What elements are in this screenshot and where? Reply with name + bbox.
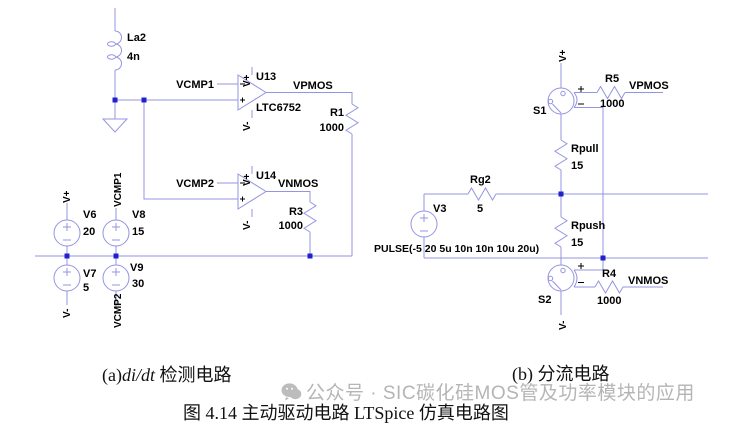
left-circuit-wires (35, 8, 353, 308)
resistor-R1: R1 1000 (320, 103, 359, 135)
resistor-Rg2: Rg2 5 (467, 174, 497, 215)
v7-name: V7 (83, 268, 96, 280)
watermark: 公众号 · SIC碳化硅MOS管及功率模块的应用 (281, 378, 695, 405)
s1-name: S1 (533, 105, 546, 117)
comparator-U13: V+ V- U13 LTC6752 VCMP1 VPMOS (176, 67, 333, 131)
u14-vplus-pin-label: V+ (242, 173, 253, 186)
v3-pulse-value: PULSE(-5 20 5u 10n 10n 10u 20u) (374, 243, 539, 255)
caption-left-suffix: 检测电路 (155, 365, 232, 385)
rpull-value: 15 (571, 160, 583, 172)
caption-left-didt: di/dt (121, 365, 155, 385)
v7-net-label: V- (62, 309, 73, 318)
v3-name: V3 (433, 203, 446, 215)
rpush-value: 15 (571, 237, 583, 249)
r1-value: 1000 (320, 122, 344, 134)
u13-name: U13 (256, 71, 276, 83)
u13-output-net: VPMOS (293, 80, 333, 92)
resistor-R3: R3 1000 (279, 201, 317, 233)
caption-left-prefix: (a) (102, 365, 122, 385)
watermark-text: 公众号 · SIC碳化硅MOS管及功率模块的应用 (306, 383, 695, 404)
v6-net-label: V+ (62, 190, 73, 203)
voltage-source-V9: V9 30 VCMP2 (102, 262, 144, 328)
rpush-name: Rpush (571, 220, 606, 232)
ground-icon (101, 100, 129, 133)
u14-name: U14 (256, 170, 277, 182)
s2-name: S2 (538, 294, 551, 306)
r3-value: 1000 (279, 220, 303, 232)
u13-vplus-pin-label: V+ (242, 74, 253, 87)
r5-value: 1000 (600, 98, 624, 110)
voltage-source-V7: V7 5 V- (53, 264, 96, 318)
u14-vminus-pin-label: V- (242, 221, 253, 230)
v8-value: 15 (132, 226, 144, 238)
right-bottom-net-label: V- (558, 321, 569, 330)
right-circuit-wires (423, 63, 708, 315)
switch-S1: S1 (533, 86, 584, 117)
resistor-Rpull: Rpull 15 (554, 139, 599, 172)
resistor-Rpush: Rpush 15 (554, 216, 606, 249)
r1-name: R1 (330, 107, 344, 119)
caption-left-circuit: (a)di/dt 检测电路 (102, 361, 232, 387)
v6-name: V6 (83, 209, 96, 221)
v8-name: V8 (132, 209, 145, 221)
voltage-source-V3: V3 PULSE(-5 20 5u 10n 10n 10u 20u) (374, 203, 539, 255)
ltspice-schematic: La2 4n V+ V- U13 LTC6752 VCMP1 VPMOS V+ … (35, 8, 708, 330)
u14-input-net: VCMP2 (176, 178, 214, 190)
u13-vminus-pin-label: V- (242, 122, 253, 131)
v8-net-label: VCMP1 (113, 172, 124, 207)
v9-net-label: VCMP2 (113, 293, 124, 328)
u14-output-net: VNMOS (278, 178, 318, 190)
rg2-value: 5 (477, 203, 483, 215)
inductor-name: La2 (127, 32, 146, 44)
voltage-source-V6: V6 20 V+ (53, 190, 96, 247)
r4-net: VNMOS (628, 275, 668, 287)
resistor-R5: R5 1000 VPMOS (596, 73, 669, 110)
u13-part: LTC6752 (256, 102, 301, 114)
voltage-source-V8: V8 15 VCMP1 (102, 172, 145, 247)
r4-name: R4 (602, 268, 617, 280)
rg2-name: Rg2 (470, 174, 491, 186)
inductor-La2: La2 4n (107, 30, 146, 71)
resistor-R4: R4 1000 VNMOS (594, 268, 668, 307)
r3-name: R3 (289, 206, 303, 218)
rpull-name: Rpull (571, 143, 599, 155)
v7-value: 5 (83, 282, 89, 294)
r5-name: R5 (605, 73, 619, 85)
v9-name: V9 (130, 262, 143, 274)
inductor-value: 4n (127, 51, 140, 63)
v6-value: 20 (83, 226, 95, 238)
right-top-net-label: V+ (558, 49, 569, 62)
r5-net: VPMOS (629, 80, 669, 92)
comparator-U14: V+ V- U14 VCMP2 VNMOS (176, 166, 318, 230)
junction-dots (64, 97, 606, 261)
wechat-icon (281, 382, 302, 400)
figure-caption: 图 4.14 主动驱动电路 LTSpice 仿真电路图 (183, 403, 509, 423)
v9-value: 30 (132, 278, 144, 290)
switch-S2: S2 (538, 263, 584, 306)
caption-right-circuit: (b) 分流电路 (512, 364, 610, 384)
r4-value: 1000 (597, 295, 621, 307)
u13-input-net: VCMP1 (176, 79, 214, 91)
